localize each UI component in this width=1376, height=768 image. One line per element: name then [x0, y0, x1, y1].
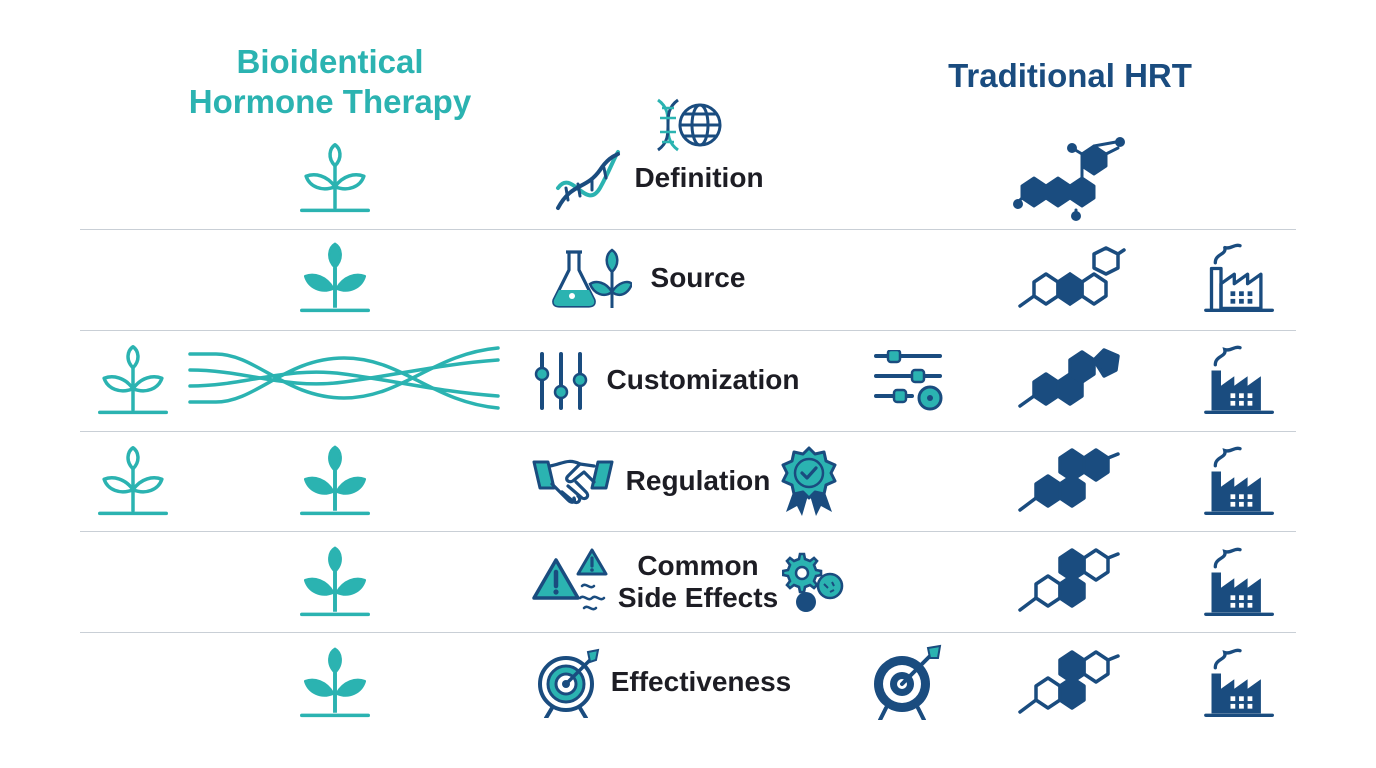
wave-lines-icon [188, 346, 500, 410]
plant-sprout-icon [98, 443, 168, 519]
sliders-icon [534, 352, 588, 410]
plant-sprout-icon [300, 140, 370, 216]
bioidentical-title-line1: Bioidentical [236, 43, 424, 80]
row-divider [80, 632, 1296, 633]
factory-icon [1202, 645, 1278, 721]
dna-helix-icon [556, 150, 620, 210]
row-divider [80, 531, 1296, 532]
row-label-common-side-effects: Common Side Effects [612, 550, 784, 614]
row-divider [80, 330, 1296, 331]
flask-leaf-icon [552, 248, 632, 308]
row-label-definition: Definition [634, 162, 764, 193]
hormone-molecule-icon [1018, 548, 1120, 612]
warning-icon [532, 548, 608, 611]
hormone-molecule-icon [1018, 246, 1126, 308]
handshake-icon [532, 459, 614, 505]
row-label-source: Source [650, 262, 746, 293]
target-arrow-icon [874, 644, 942, 720]
factory-icon [1202, 544, 1278, 620]
plant-sprout-icon [98, 342, 168, 418]
traditional-hrt-column-title: Traditional HRT [948, 57, 1192, 94]
hormone-molecule-icon [1018, 348, 1120, 408]
hormone-molecule-icon [1018, 448, 1120, 512]
hormone-molecule-icon [1013, 137, 1125, 221]
row-label-line1: Common [637, 550, 759, 581]
factory-icon [1202, 240, 1278, 316]
plant-sprout-icon [300, 443, 370, 519]
bioidentical-column-title: Bioidentical Hormone Therapy [180, 42, 480, 121]
row-divider [80, 229, 1296, 230]
gear-cells-icon [782, 552, 844, 612]
bioidentical-title-line2: Hormone Therapy [188, 82, 472, 120]
row-label-line2: Side Effects [617, 582, 779, 614]
row-label-effectiveness: Effectiveness [610, 666, 792, 697]
factory-icon [1202, 443, 1278, 519]
hormone-molecule-icon [1018, 650, 1120, 714]
factory-icon [1202, 342, 1278, 418]
settings-sliders-icon [874, 350, 943, 411]
plant-sprout-icon [300, 240, 370, 316]
plant-sprout-icon [300, 645, 370, 721]
row-label-regulation: Regulation [625, 465, 771, 496]
dna-globe-icon [657, 98, 722, 152]
plant-sprout-icon [300, 544, 370, 620]
certified-badge-icon [781, 446, 837, 516]
row-divider [80, 431, 1296, 432]
row-label-customization: Customization [606, 364, 800, 395]
target-arrow-icon [538, 648, 600, 718]
